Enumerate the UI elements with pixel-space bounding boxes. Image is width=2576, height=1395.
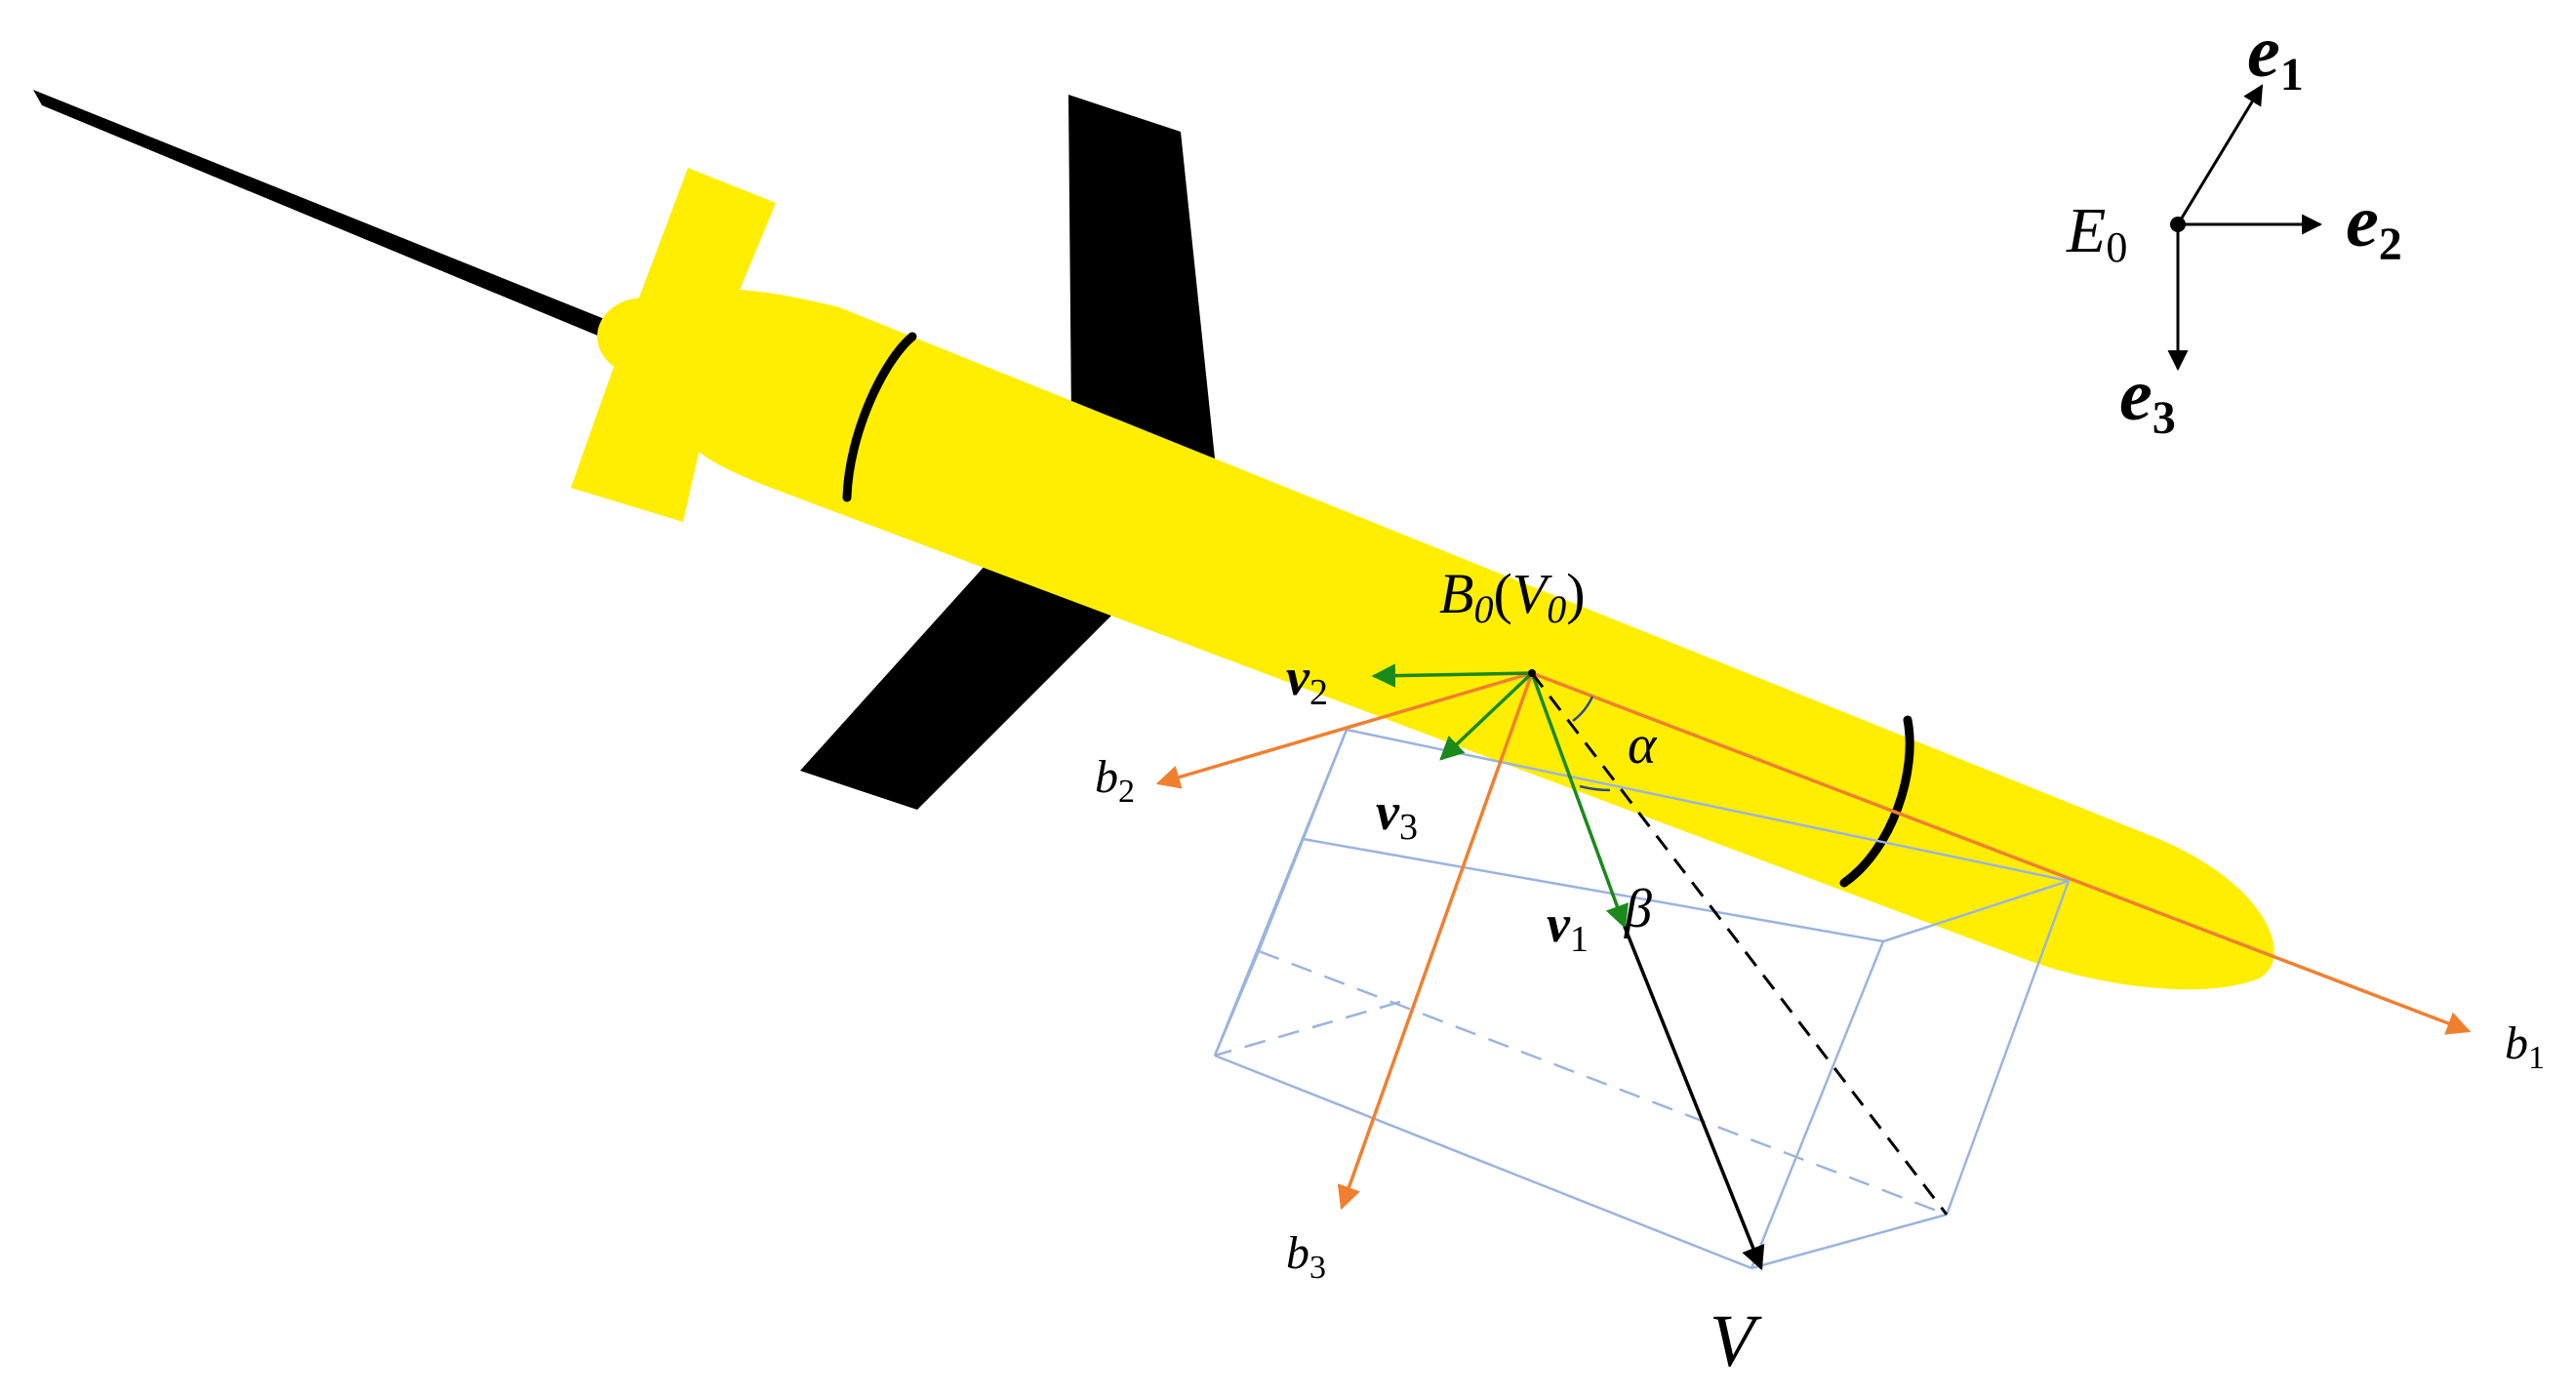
v2-arrow <box>1371 663 1533 688</box>
e1-label: e1 <box>2247 11 2304 100</box>
E0-origin-point <box>2170 217 2186 232</box>
beta-label: β <box>1624 879 1652 939</box>
E0-label: E0 <box>2066 195 2127 271</box>
glider-antenna <box>33 90 607 337</box>
e2-label: e2 <box>2346 180 2402 270</box>
v2-label: v2 <box>1286 648 1328 713</box>
glider-ring-fore <box>1839 715 1914 888</box>
alpha-arc <box>1572 696 1594 722</box>
v3-arrow <box>1439 671 1534 761</box>
B0-label: B0(V0) <box>1439 562 1586 631</box>
V-dashed-line <box>1530 672 1949 1216</box>
body-axes <box>1155 671 2472 1211</box>
velocity-box <box>1213 728 2071 1270</box>
b2-label: b2 <box>1095 751 1135 810</box>
glider-hull <box>664 288 2274 990</box>
b3-label: b3 <box>1286 1227 1326 1286</box>
earth-frame <box>2167 84 2323 372</box>
velocity-vector <box>1530 672 1949 1271</box>
glider-lower-wing <box>800 554 1132 810</box>
alpha-label: α <box>1628 715 1658 776</box>
V-label: V <box>1710 1300 1762 1382</box>
velocity-components <box>1371 663 1629 930</box>
V-arrow <box>1623 926 1765 1271</box>
b1-axis <box>1531 671 2472 1035</box>
glider-ring-aft <box>842 332 917 502</box>
b1-label: b1 <box>2505 1017 2545 1076</box>
b3-axis <box>1337 672 1534 1211</box>
e1-axis <box>2176 84 2264 225</box>
b2-axis <box>1155 671 1533 789</box>
v3-label: v3 <box>1376 782 1418 848</box>
v1-label: v1 <box>1547 895 1589 960</box>
glider-upper-wing <box>1068 95 1215 458</box>
B0-origin-point <box>1528 669 1536 677</box>
beta-arc <box>1579 784 1611 792</box>
e3-label: e3 <box>2119 354 2176 444</box>
v1-arrow <box>1530 672 1629 930</box>
glider <box>33 90 2274 990</box>
angle-arcs <box>1572 696 1611 792</box>
